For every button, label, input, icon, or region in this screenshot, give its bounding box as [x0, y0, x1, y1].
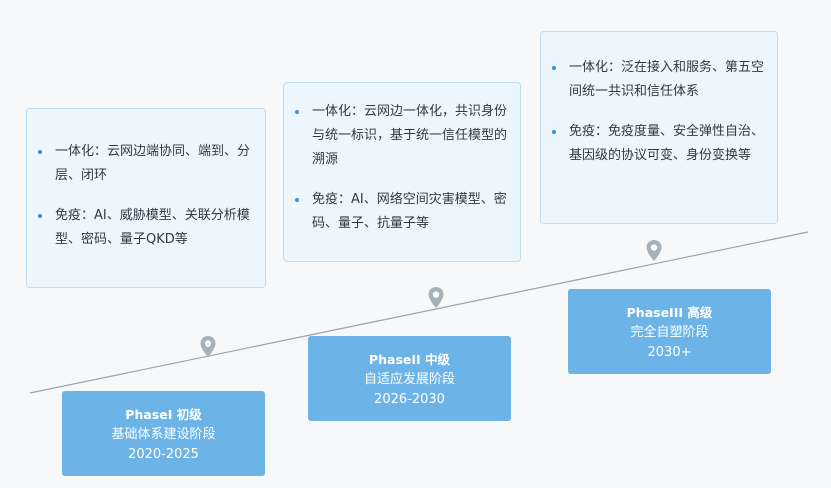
bullet-dot [295, 198, 299, 202]
phase1-title: PhaseI 初级 [125, 407, 202, 422]
phase2-detail-text: 一体化：云网边一体化，共识身份与统一标识，基于统一信任模型的溯源 [312, 104, 508, 167]
phase3-title: PhaseIII 高级 [626, 305, 713, 320]
phase1-years: 2020-2025 [128, 447, 199, 462]
phase2-box: PhaseII 中级 自适应发展阶段 2026-2030 [308, 336, 511, 421]
bullet-dot [295, 110, 299, 114]
phase2-detail-item: 一体化：云网边一体化，共识身份与统一标识，基于统一信任模型的溯源 [284, 100, 520, 172]
bullet-dot [38, 214, 42, 218]
phase2-title: PhaseII 中级 [368, 352, 451, 367]
phase2-subtitle: 自适应发展阶段 [363, 372, 455, 387]
bullet-dot [38, 150, 42, 154]
phase1-detail-item: 一体化：云网边端协同、端到、分层、闭环 [27, 140, 265, 188]
phase2-years: 2026-2030 [374, 392, 445, 407]
phase1-detail-text: 免疫：AI、威胁模型、关联分析模型、密码、量子QKD等 [55, 208, 250, 247]
phase3-detail-item: 一体化：泛在接入和服务、第五空间统一共识和信任体系 [541, 56, 777, 104]
phase3-subtitle: 完全自塑阶段 [630, 325, 709, 340]
phase3-detail-text: 免疫：免疫度量、安全弹性自治、基因级的协议可变、身份变换等 [569, 124, 765, 163]
phase1-subtitle: 基础体系建设阶段 [111, 427, 216, 442]
bullet-dot [552, 130, 556, 134]
phase3-detail-item: 免疫：免疫度量、安全弹性自治、基因级的协议可变、身份变换等 [541, 120, 777, 168]
phase2-detail-card: 一体化：云网边一体化，共识身份与统一标识，基于统一信任模型的溯源 免疫：AI、网… [283, 82, 521, 262]
phase3-detail-text: 一体化：泛在接入和服务、第五空间统一共识和信任体系 [569, 60, 765, 99]
map-pin-icon [646, 240, 662, 261]
phase1-detail-item: 免疫：AI、威胁模型、关联分析模型、密码、量子QKD等 [27, 204, 265, 252]
phase1-detail-text: 一体化：云网边端协同、端到、分层、闭环 [55, 144, 251, 183]
phase3-box: PhaseIII 高级 完全自塑阶段 2030+ [568, 289, 771, 374]
phase2-detail-item: 免疫：AI、网络空间灾害模型、密码、量子、抗量子等 [284, 188, 520, 236]
phase1-detail-card: 一体化：云网边端协同、端到、分层、闭环 免疫：AI、威胁模型、关联分析模型、密码… [26, 108, 266, 288]
phase3-years: 2030+ [647, 345, 692, 360]
map-pin-icon [428, 287, 444, 308]
phase2-detail-text: 免疫：AI、网络空间灾害模型、密码、量子、抗量子等 [312, 192, 507, 231]
bullet-dot [552, 66, 556, 70]
phase3-detail-card: 一体化：泛在接入和服务、第五空间统一共识和信任体系 免疫：免疫度量、安全弹性自治… [540, 31, 778, 224]
phase1-box: PhaseI 初级 基础体系建设阶段 2020-2025 [62, 391, 265, 476]
map-pin-icon [200, 336, 216, 357]
